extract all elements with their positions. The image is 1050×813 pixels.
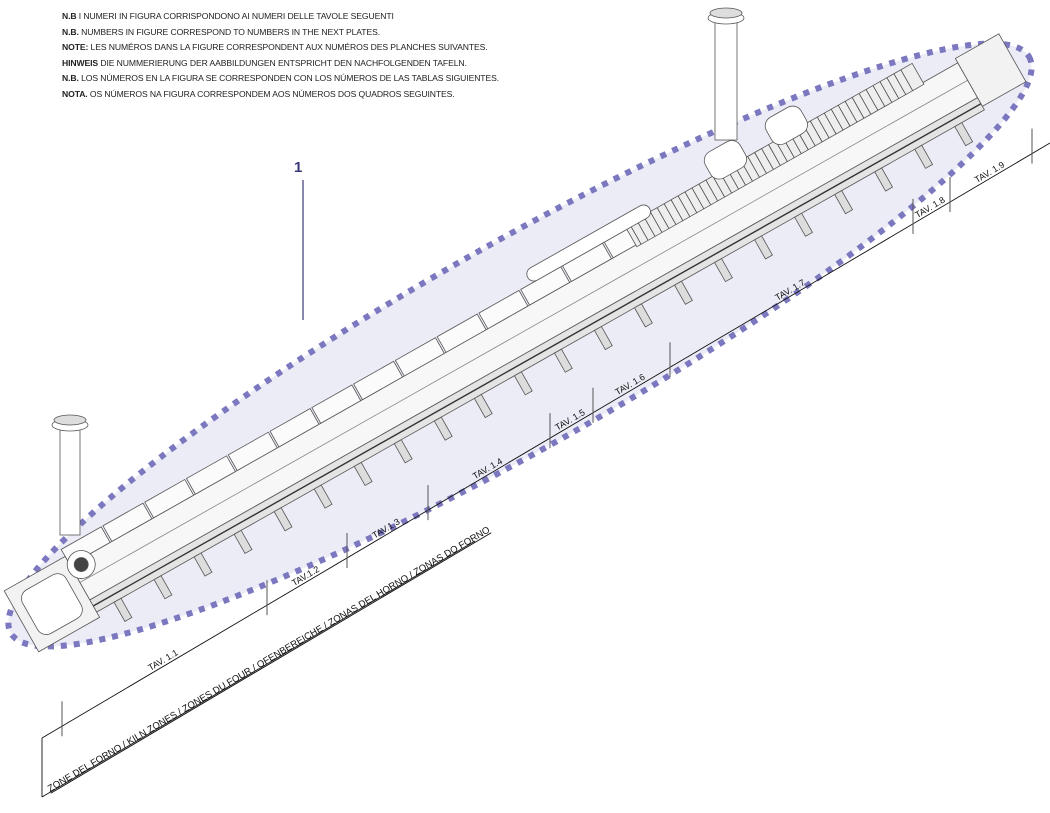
kiln-support xyxy=(633,303,653,328)
burner-fin xyxy=(712,175,726,198)
chimney-exit xyxy=(707,7,745,141)
burner-fin xyxy=(691,187,705,210)
kiln-support xyxy=(473,393,493,419)
kiln-support xyxy=(193,552,213,577)
kiln-support xyxy=(834,190,854,215)
kiln-support xyxy=(954,122,974,147)
burner-fin xyxy=(705,179,719,202)
kiln-module xyxy=(144,478,195,519)
kiln-module xyxy=(436,313,487,353)
kiln-support xyxy=(353,461,373,487)
burner-fin xyxy=(677,195,691,217)
kiln-support xyxy=(273,507,293,532)
burner-fin xyxy=(663,203,677,225)
kiln-module xyxy=(102,502,153,543)
burner-fin xyxy=(684,191,698,213)
burner-fin xyxy=(698,183,712,206)
burner-fin xyxy=(879,81,893,103)
kiln-module xyxy=(269,408,320,448)
kiln-support xyxy=(153,575,173,600)
burner-fin xyxy=(754,152,767,174)
kiln-support xyxy=(393,439,413,464)
kiln-support xyxy=(674,280,693,305)
kiln-illustration xyxy=(3,33,1027,653)
kiln-support xyxy=(754,235,773,260)
note-it: N.B I NUMERI IN FIGURA CORRISPONDONO AI … xyxy=(62,11,394,21)
chimney-entrance xyxy=(51,414,89,536)
kiln-module xyxy=(478,289,529,330)
note-de: HINWEIS DIE NUMMERIERUNG DER AABBILDUNGE… xyxy=(62,57,467,68)
kiln-module xyxy=(394,337,445,377)
burner-fin xyxy=(830,108,844,131)
burner-fin xyxy=(670,199,684,221)
burner-fin xyxy=(656,207,670,229)
burner-fin xyxy=(761,148,774,170)
burner-fin xyxy=(872,85,886,107)
burner-fin xyxy=(768,144,781,166)
kiln-support xyxy=(113,597,133,622)
note-en: N.B. NUMBERS IN FIGURE CORRESPOND TO NUM… xyxy=(62,26,380,37)
zone-axis xyxy=(41,142,1050,798)
note-pt: NOTA. OS NÚMEROS NA FIGURA CORRESPONDEM … xyxy=(62,88,455,99)
kiln-module xyxy=(185,455,236,495)
burner-fin xyxy=(649,211,663,233)
burner-fin xyxy=(844,101,858,123)
burner-fin xyxy=(809,120,823,143)
kiln-module xyxy=(227,431,278,472)
burner-fin xyxy=(886,77,900,99)
kiln-module xyxy=(353,360,404,401)
burner-fin xyxy=(837,105,851,127)
burner-fin xyxy=(900,69,914,91)
kiln-support xyxy=(233,529,253,554)
kiln-support xyxy=(874,167,894,192)
kiln-support xyxy=(593,325,613,351)
kiln-support xyxy=(714,257,733,283)
kiln-support xyxy=(313,484,333,509)
note-fr: NOTE: LES NUMÉROS DANS LA FIGURE CORRESP… xyxy=(62,42,488,52)
kiln-support xyxy=(553,348,573,373)
burner-fin xyxy=(865,89,879,111)
burner-fin xyxy=(816,116,830,139)
kiln-support xyxy=(433,416,453,441)
burner-fin xyxy=(747,156,760,178)
note-es: N.B. LOS NÚMEROS EN LA FIGURA SE CORRESP… xyxy=(62,73,500,83)
callout-number: 1 xyxy=(294,159,302,176)
kiln-support xyxy=(794,212,814,237)
burner-fin xyxy=(858,93,872,115)
plate-notes: N.B I NUMERI IN FIGURA CORRISPONDONO AI … xyxy=(62,9,499,102)
burner-fin xyxy=(823,112,837,135)
kiln-support xyxy=(513,371,533,396)
burner-fin xyxy=(893,73,907,95)
kiln-module xyxy=(311,384,362,424)
burner-fin xyxy=(851,97,865,119)
kiln-support xyxy=(914,144,934,169)
